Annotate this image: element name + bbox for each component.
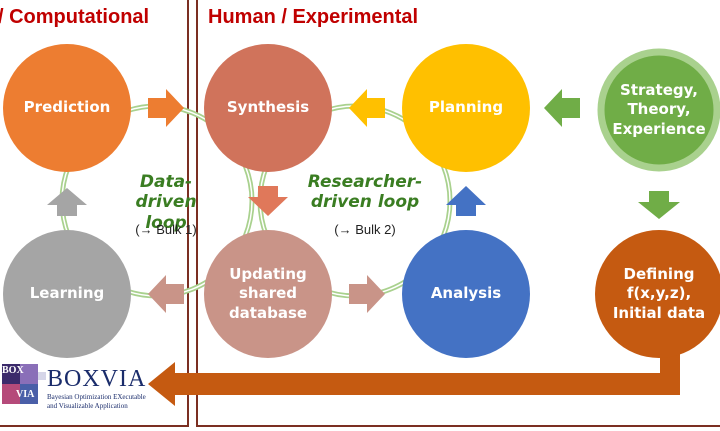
prediction-label: Prediction (23, 98, 111, 117)
boxvia-logo-tagline-2: and Visualizable Application (47, 402, 128, 410)
defining-node (595, 230, 720, 358)
logo-tile-top-text: BOX (2, 365, 24, 376)
strategy-label: Strategy, Theory, Experience (612, 80, 706, 138)
synthesis-node (204, 44, 332, 172)
experimental-panel-frame (196, 0, 720, 427)
computational-panel-title: / Computational (0, 6, 150, 28)
boxvia-logo-tile (2, 364, 46, 404)
updating-node (204, 230, 332, 358)
updating-label: Updating shared database (228, 264, 308, 322)
arrow-learning-to-prediction (47, 188, 87, 216)
boxvia-logo-name: BOXVIA (47, 366, 147, 392)
synthesis-label: Synthesis (226, 98, 310, 117)
arrow-updating-to-analysis (349, 275, 385, 313)
analysis-node (402, 230, 530, 358)
arrow-strategy-to-defining (638, 191, 680, 219)
prediction-node (3, 44, 131, 172)
planning-node (402, 44, 530, 172)
defining-label: Defining f(x,y,z), Initial data (612, 264, 706, 322)
learning-node (3, 230, 131, 358)
strategy-node (597, 48, 720, 172)
arrow-synthesis-to-updating (248, 186, 288, 216)
researcher-driven-loop-sub: (→ Bulk 2) (334, 222, 396, 237)
boxvia-logo-tagline-1: Bayesian Optimization EXecutable (47, 393, 146, 401)
logo-tile-bottom-text: VIA (16, 389, 35, 400)
learning-label: Learning (29, 284, 105, 303)
analysis-label: Analysis (430, 284, 502, 303)
experimental-panel-title: Human / Experimental (208, 6, 419, 28)
arrow-strategy-to-planning (544, 89, 580, 127)
arrow-updating-to-learning (148, 275, 184, 313)
data-driven-loop-label: Data- driven loop (135, 172, 197, 233)
arrow-analysis-to-planning (446, 186, 486, 216)
planning-label: Planning (428, 98, 504, 117)
data-driven-loop-sub: (→ Bulk 1) (135, 222, 197, 237)
feedback-big-arrow (148, 348, 680, 406)
arrow-planning-to-synthesis (349, 89, 385, 127)
researcher-driven-loop-label: Researcher- driven loop (307, 172, 423, 213)
arrow-prediction-to-synthesis (148, 89, 184, 127)
computational-panel-frame (0, 0, 189, 427)
